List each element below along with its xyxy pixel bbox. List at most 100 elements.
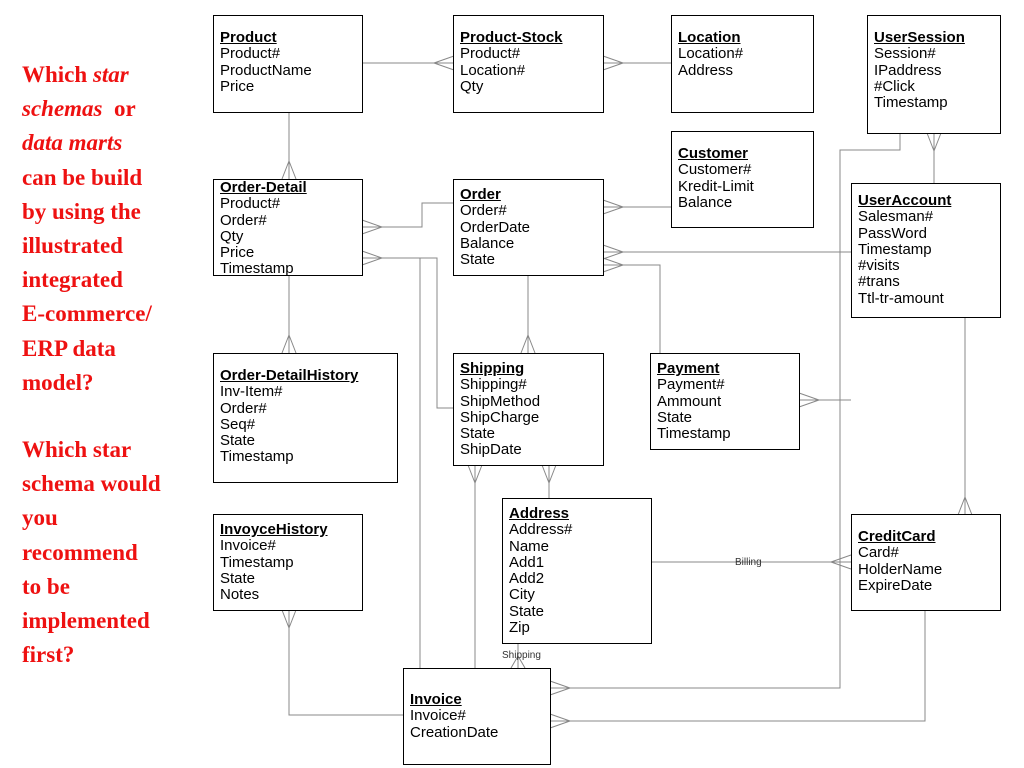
entity-order-name: Order: [460, 186, 501, 203]
entity-order: Order Order# OrderDate Balance State: [453, 179, 604, 276]
entity-product-stock: Product-Stock Product# Location# Qty: [453, 15, 604, 113]
entity-order-detail-history-name: Order-DetailHistory: [220, 367, 359, 384]
entity-invoice-name: Invoice: [410, 691, 462, 708]
attr: Zip: [509, 619, 530, 637]
attr: Product#: [220, 45, 281, 63]
connector-creditcard-invoice: [550, 610, 926, 722]
attr: Notes: [220, 586, 260, 604]
q1-line9: ERP data: [22, 335, 116, 361]
shipping-label: Shipping: [502, 650, 541, 661]
entity-order-detail-name: Order-Detail: [220, 179, 307, 196]
entity-product: Product Product# ProductName Price: [213, 15, 363, 113]
attr: #Click: [874, 77, 915, 95]
attr: Ammount: [657, 392, 722, 410]
entity-invoice: Invoice Invoice# CreationDate: [403, 668, 551, 765]
q1-line7: integrated: [22, 267, 123, 293]
attr: State: [460, 251, 496, 269]
crowfoot: [549, 713, 571, 729]
attr: CreationDate: [410, 723, 499, 741]
attr: ShipDate: [460, 441, 522, 459]
attr: Timestamp: [220, 553, 294, 571]
attr: Address#: [509, 521, 573, 539]
q2-line5: to be: [22, 573, 70, 599]
crowfoot: [467, 464, 483, 484]
entity-customer: Customer Customer# Kredit-Limit Balance: [671, 131, 814, 228]
connector-session-invoice: [550, 133, 901, 689]
attr: Timestamp: [657, 425, 731, 443]
attr: ExpireDate: [858, 576, 933, 594]
q2-line7: first?: [22, 642, 75, 668]
attr: Qty: [220, 227, 244, 245]
entity-user-account-name: UserAccount: [858, 192, 952, 209]
connector-invoycehistory-invoice: [288, 610, 404, 716]
attr: City: [509, 586, 535, 604]
attr: Inv-Item#: [220, 383, 283, 401]
attr: Timestamp: [858, 240, 932, 258]
crowfoot: [602, 244, 624, 260]
q1-line5: by using the: [22, 198, 141, 224]
attr: State: [657, 408, 693, 426]
entity-user-session-name: UserSession: [874, 29, 965, 46]
attr: Shipping#: [460, 376, 527, 394]
crowfoot: [520, 334, 536, 354]
attr: Add2: [509, 570, 545, 588]
attr: IPaddress: [874, 61, 942, 79]
attr: Order#: [460, 202, 507, 220]
crowfoot: [957, 496, 973, 516]
attr: Product#: [460, 45, 521, 63]
q2-line2: schema would: [22, 471, 161, 497]
entity-customer-name: Customer: [678, 145, 749, 162]
entity-order-detail: Order-Detail Product# Order# Qty Price T…: [213, 179, 363, 277]
attr: HolderName: [858, 560, 943, 578]
attr: OrderDate: [460, 218, 531, 236]
crowfoot: [281, 160, 297, 180]
entity-address: Address Address# Name Add1 Add2 City Sta…: [502, 498, 652, 644]
q1-line10: model?: [22, 369, 94, 395]
crowfoot: [926, 132, 942, 152]
entity-order-detail-history: Order-DetailHistory Inv-Item# Order# Seq…: [213, 353, 398, 483]
entity-credit-card: CreditCard Card# HolderName ExpireDate: [851, 514, 1001, 611]
attr: Order#: [220, 399, 267, 417]
attr: Order#: [220, 211, 267, 229]
attr: Customer#: [678, 161, 752, 179]
q2-line3: you: [22, 505, 58, 531]
attr: Price: [220, 244, 255, 262]
attr: Session#: [874, 45, 936, 63]
attr: PassWord: [858, 224, 927, 242]
entity-payment-name: Payment: [657, 360, 720, 377]
attr: Name: [509, 537, 550, 555]
crowfoot: [510, 655, 526, 669]
attr: Add1: [509, 553, 545, 571]
question-text-1: Which star schemas or data marts can be …: [22, 58, 202, 400]
attr: Location#: [460, 61, 526, 79]
q1-line6: illustrated: [22, 233, 123, 259]
entity-invoyce-history: InvoyceHistory Invoice# Timestamp State …: [213, 514, 363, 611]
crowfoot: [830, 554, 852, 570]
attr: Ttl-tr-amount: [858, 289, 944, 307]
attr: Invoice#: [410, 707, 466, 725]
q2-line1: Which star: [22, 437, 132, 462]
q1-or: or: [114, 96, 136, 122]
attr: State: [460, 425, 496, 443]
entity-credit-card-name: CreditCard: [858, 528, 936, 545]
q1-data-marts: data marts: [22, 130, 123, 156]
attr: ProductName: [220, 61, 312, 79]
crowfoot: [602, 55, 624, 71]
crowfoot: [602, 257, 624, 273]
q1-which: Which: [22, 62, 88, 87]
attr: Product#: [220, 195, 281, 213]
attr: Kredit-Limit: [678, 177, 754, 195]
attr: State: [220, 432, 256, 450]
entity-user-session: UserSession Session# IPaddress #Click Ti…: [867, 15, 1001, 134]
connector-order-orderdetail: [362, 202, 454, 228]
crowfoot: [361, 219, 383, 235]
q2-line6: implemented: [22, 608, 150, 634]
crowfoot: [281, 609, 297, 629]
attr: Location#: [678, 45, 744, 63]
question-text-2: Which star schema would you recommend to…: [22, 433, 202, 672]
q1-line8: E-commerce/: [22, 301, 152, 327]
attr: Timestamp: [874, 94, 948, 112]
q1-schemas: schemas: [22, 96, 103, 122]
entity-invoyce-history-name: InvoyceHistory: [220, 521, 328, 538]
